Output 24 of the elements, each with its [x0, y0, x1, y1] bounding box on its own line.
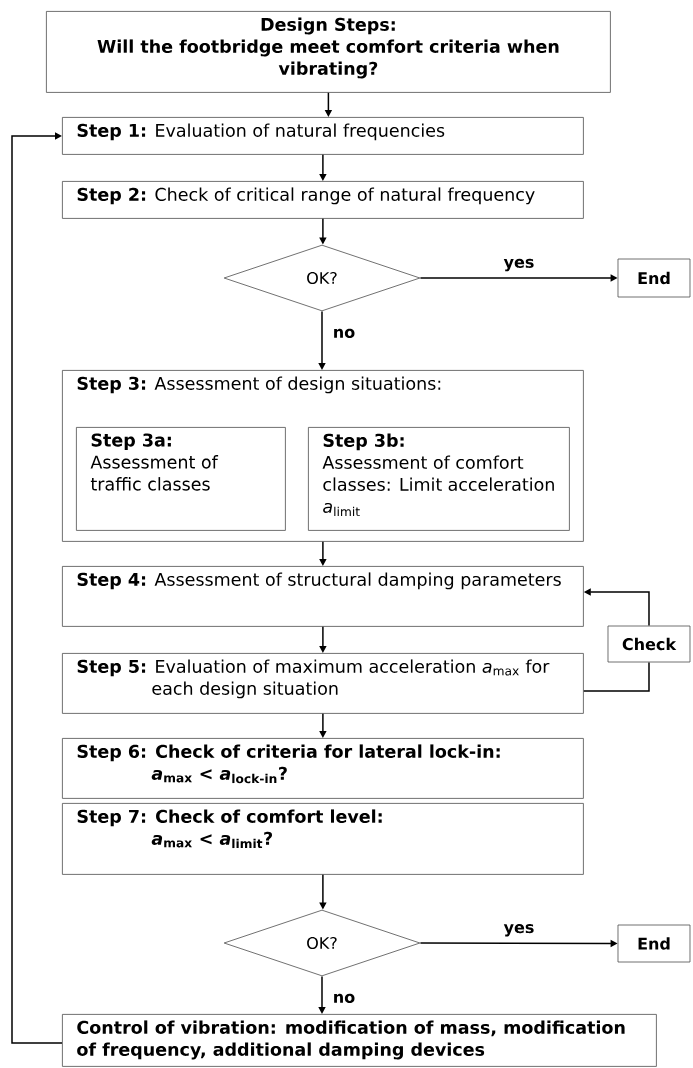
arrow [319, 541, 327, 566]
action-box: Control of vibration: modification of mass, modification of frequency, additional damping devices [62, 1014, 657, 1067]
end-box: End [617, 924, 691, 963]
step-box: Step 3a: Assessment of traffic classes [76, 427, 286, 531]
step-box: Step 1: Evaluation of natural frequencies [62, 117, 584, 155]
arrow [11, 132, 63, 1044]
step-box: Step 5: Evaluation of maximum acceleration a$_{max}$ for each design situation [62, 653, 584, 714]
step-box: Step 6: Check of criteria for lateral lock-in: a$_{max}$ < a$_{lock-in}$? [62, 738, 584, 799]
step-box: Step 3b: Assessment of comfort classes: Limit acceleration a$_{limit}$ [308, 427, 570, 531]
arrow [319, 154, 327, 181]
step-box: Step 2: Check of critical range of natural frequency [62, 181, 584, 219]
step-box: Step 4: Assessment of structural damping parameters [62, 566, 584, 627]
step-box: Step 7: Check of comfort level: a$_{max}$ < a$_{limit}$? [62, 803, 584, 875]
arrow [319, 626, 327, 653]
arrow [318, 975, 326, 1014]
end-box: End [617, 258, 691, 298]
edge-label: no [331, 992, 357, 1004]
end-box: Check [607, 625, 691, 663]
arrow [319, 713, 327, 738]
arrow [318, 310, 326, 370]
title-box: Design Steps: Will the footbridge meet comfort criteria when vibrating? [46, 11, 611, 93]
edge-label: yes [502, 257, 536, 273]
edge-label: yes [502, 923, 536, 938]
edge-label: no [331, 327, 357, 339]
